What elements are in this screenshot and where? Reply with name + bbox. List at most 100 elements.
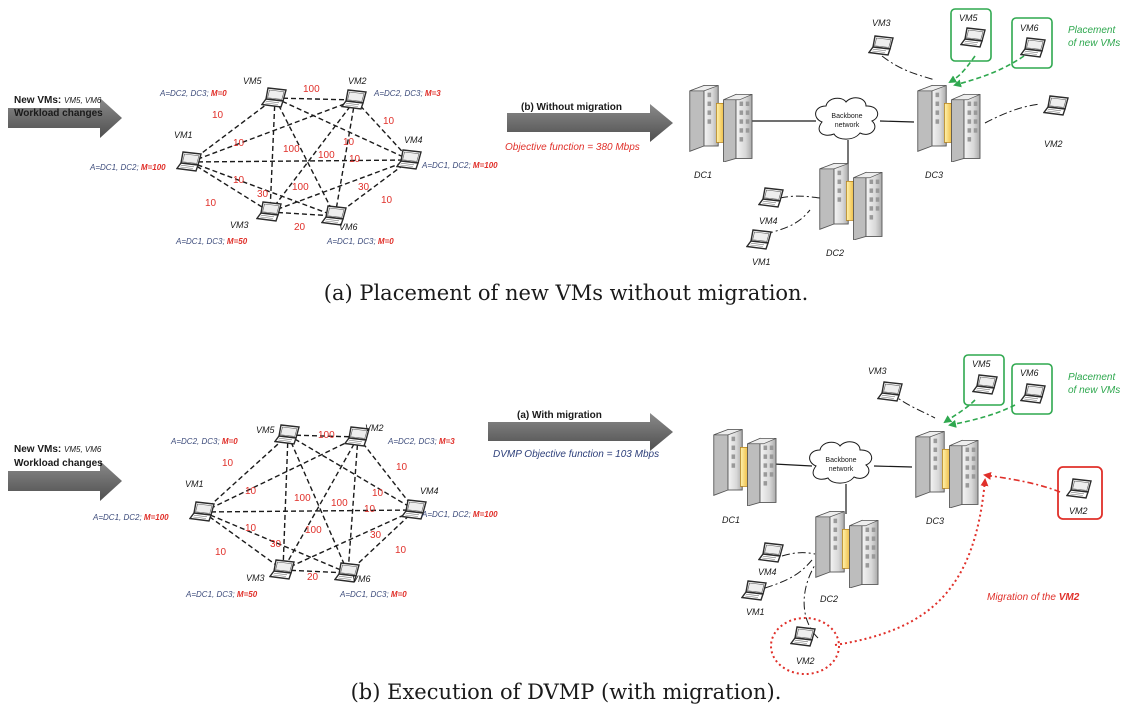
laptop-icon [1020,383,1046,404]
vm-label: VM2 [1069,506,1088,516]
vm-label: VM4 [759,216,778,226]
edge-weight: 30 [358,182,370,193]
new-vms-list: VM5, VM6 [64,96,102,105]
workload-label: Workload changes [14,458,103,469]
migrating-vm-highlight [1057,466,1103,520]
node-attributes: A=DC2, DC3; M=0 A=DC2, DC3; M=3 A=DC1, D… [89,89,498,246]
new-vm-highlight [1011,17,1053,69]
placement-label: Placement of new VMs [1068,372,1120,396]
edge-weight: 30 [257,189,269,200]
edge-weight: 100 [294,493,311,504]
new-vm-highlight [950,8,992,62]
new-vm-highlight [1011,363,1053,415]
vm-label: VM2 [1044,139,1063,149]
migration-label: Migration of the VM2 [987,592,1080,603]
panel-b: New VMs: VM5, VM6 Workload changes [8,354,1120,675]
placement-arrows [943,399,1016,428]
vm-label: VM5 [959,13,979,23]
panel-a: New VMs: VM5, VM6 Workload changes [8,8,1120,267]
laptop-icon [1066,478,1092,499]
new-vms-arrow: New VMs: VM5, VM6 Workload changes [8,95,122,138]
edge-weight: 10 [215,547,227,558]
node-attribute: A=DC2, DC3; M=0 [159,89,227,98]
datacenter-icon [815,511,879,588]
node-attribute: A=DC1, DC2; M=100 [421,510,498,519]
edge-weight: 30 [270,539,282,550]
edge-weight: 20 [294,222,306,233]
new-vms-label: New VMs: [14,95,61,106]
laptop-icon [972,374,998,395]
laptop-icon [261,87,287,108]
node-label: VM1 [174,130,193,140]
edge-weight: 20 [307,572,319,583]
vm-graph: 100 10 10 10 10 20 10 10 10 100 100 10 1… [89,76,498,246]
edge-weight: 10 [245,523,257,534]
dc-label: DC1 [722,515,740,525]
vm-graph: 100 10 10 10 10 20 10 10 10 100 100 10 1… [92,423,498,599]
laptop-icon [1043,95,1069,116]
edge-weight: 10 [396,462,408,473]
vm-label: VM3 [872,18,891,28]
placement-line: of new VMs [1068,38,1120,49]
edge-weight: 10 [364,504,376,515]
node-attribute: A=DC1, DC3; M=0 [339,590,407,599]
edge-weight: 10 [349,154,361,165]
laptop-icon [1020,37,1046,58]
datacenter-icon [819,163,883,240]
edge-weights: 100 10 10 10 10 20 10 10 10 100 100 10 1… [205,84,395,233]
migrated-vm-highlight [770,617,840,675]
laptop-icon [746,229,772,250]
edge-weights: 100 10 10 10 10 20 10 10 10 100 100 10 1… [215,430,408,583]
node-label: VM3 [246,573,265,583]
laptop-icon [877,381,903,402]
laptop-icon [758,187,784,208]
node-label: VM3 [230,220,249,230]
vm-label: VM6 [1020,23,1039,33]
network-vm-labels: VM3 VM5 VM6 VM2 VM4 VM1 VM2 [746,359,1088,666]
edge-weight: 100 [318,150,335,161]
node-label: VM4 [404,135,423,145]
vm-links [764,391,936,639]
laptop-icon [960,27,986,48]
node-attribute: A=DC1, DC3; M=50 [175,237,248,246]
arrow-label: (b) Without migration [521,102,622,113]
edge-weight: 10 [245,486,257,497]
vm-label: VM6 [1020,368,1039,378]
laptop-icon [189,501,215,522]
caption-b: (b) Execution of DVMP (with migration). [350,680,782,704]
objective-function: DVMP Objective function = 103 Mbps [493,449,659,460]
edge-weight: 10 [233,175,245,186]
laptop-icon [341,89,367,110]
edge-weight: 100 [283,144,300,155]
node-attributes: A=DC2, DC3; M=0 A=DC2, DC3; M=3 A=DC1, D… [92,437,498,599]
graph-edges [202,434,416,574]
placement-label: Placement of new VMs [1068,25,1120,49]
graph-edges [189,97,411,217]
caption-a: (a) Placement of new VMs without migrati… [323,281,809,305]
edge-weight: 10 [343,137,355,148]
edge-weight: 100 [318,430,335,441]
node-attribute: A=DC1, DC2; M=100 [92,513,169,522]
vm-label: VM4 [758,567,777,577]
node-attribute: A=DC2, DC3; M=3 [387,437,455,446]
node-attribute: A=DC1, DC2; M=100 [89,163,166,172]
edge-weight: 100 [331,498,348,509]
vm-label: VM5 [972,359,992,369]
node-label: VM5 [256,425,276,435]
transition-arrow: (b) Without migration Objective function… [505,102,673,153]
laptop-icon [269,559,295,580]
vm-label: VM1 [746,607,765,617]
vm-label: VM2 [796,656,815,666]
edge-weight: 100 [303,84,320,95]
placement-line: of new VMs [1068,385,1120,396]
laptop-icon [868,35,894,56]
node-labels: VM5 VM2 VM1 VM4 VM3 VM6 [174,76,423,232]
laptop-icon [274,424,300,445]
node-attribute: A=DC2, DC3; M=0 [170,437,238,446]
node-attribute: A=DC1, DC2; M=100 [421,161,498,170]
laptop-icon [396,149,422,170]
